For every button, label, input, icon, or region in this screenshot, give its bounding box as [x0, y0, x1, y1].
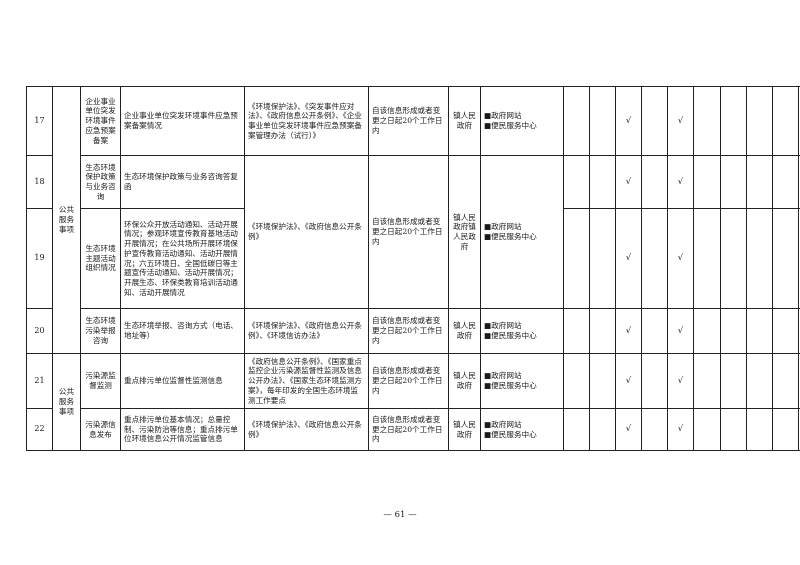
content-cell: 企业事业单位突发环境事件应急预案备案情况: [120, 86, 245, 156]
row-number: 20: [26, 308, 53, 354]
basis-cell: 《环境保护法》、《突发事件应对法》、《政府信息公开条例》、《企业事业单位突发环境…: [244, 86, 369, 156]
basis-cell: 《环境保护法》、《政府信息公开条例》: [244, 408, 369, 451]
page-number: — 61 —: [383, 510, 417, 520]
content-cell: 生态环境举报、咨询方式（电话、地址等）: [120, 308, 245, 354]
dept-cell: 镇人民政府镇人民政府: [448, 155, 481, 309]
check-mark: √: [615, 86, 642, 156]
basis-cell: 《环境保护法》、《政府信息公开条例》、《环境信访办法》: [244, 308, 369, 354]
time-cell: 自该信息形成或者变更之日起20个工作日内: [368, 155, 449, 309]
dept-cell: 镇人民政府: [448, 308, 481, 354]
check-mark: √: [667, 353, 694, 409]
check-mark: √: [615, 155, 642, 209]
check-mark: √: [667, 408, 694, 451]
channel-cell: ■政府网站■便民服务中心: [480, 353, 564, 409]
row-number: 21: [26, 353, 53, 409]
channel-cell: ■政府网站■便民服务中心: [480, 86, 564, 156]
category-cell: 公共服务事项: [52, 353, 81, 451]
table-row: 22 污染源信息发布 重点排污单位基本情况；总量控制、污染防治等信息；重点排污单…: [26, 408, 800, 451]
check-mark: √: [615, 408, 642, 451]
table-row: 18 生态环境保护政策与业务咨询 生态环境保护政策与业务咨询答复函 《环境保护法…: [26, 155, 800, 309]
dept-cell: 镇人民政府: [448, 408, 481, 451]
content-cell: 环保公众开放活动通知、活动开展情况；参观环境宣传教育基地活动开展情况；在公共场所…: [120, 208, 245, 309]
row-number: 19: [26, 208, 53, 309]
disclosure-table: 17 公共服务事项 企业事业单位突发环境事件应急预案备案 企业事业单位突发环境事…: [26, 86, 800, 451]
basis-cell: 《环境保护法》、《政府信息公开条例》: [244, 155, 369, 309]
category-text: 公共服务事项: [58, 205, 75, 234]
time-cell: 自该信息形成或者变更之日起20个工作日内: [368, 353, 449, 409]
category-text: 公共服务事项: [58, 387, 75, 416]
row-number: 17: [26, 86, 53, 156]
subject-cell: 生态环境保护政策与业务咨询: [80, 155, 121, 209]
check-mark: √: [667, 86, 694, 156]
channel-cell: ■政府网站■便民服务中心: [480, 408, 564, 451]
check-mark: √: [615, 353, 642, 409]
table-row: 17 公共服务事项 企业事业单位突发环境事件应急预案备案 企业事业单位突发环境事…: [26, 86, 800, 354]
category-cell: 公共服务事项: [52, 86, 81, 354]
table-row: 20 生态环境污染举报咨询 生态环境举报、咨询方式（电话、地址等） 《环境保护法…: [26, 308, 800, 354]
table-row: 19 生态环境主题活动组织情况 环保公众开放活动通知、活动开展情况；参观环境宣传…: [26, 208, 800, 309]
check-mark: √: [667, 155, 694, 209]
channel-cell: ■政府网站■便民服务中心: [480, 308, 564, 354]
content-cell: 生态环境保护政策与业务咨询答复函: [120, 155, 245, 209]
dept-cell: 镇人民政府: [448, 353, 481, 409]
check-mark: √: [667, 208, 694, 309]
subject-cell: 企业事业单位突发环境事件应急预案备案: [80, 86, 121, 156]
channel-cell: ■政府网站■便民服务中心: [480, 155, 564, 309]
check-mark: √: [667, 308, 694, 354]
subject-cell: 生态环境主题活动组织情况: [80, 208, 121, 309]
check-mark: √: [615, 308, 642, 354]
time-cell: 自该信息形成或者变更之日起20个工作日内: [368, 308, 449, 354]
subject-cell: 污染源信息发布: [80, 408, 121, 451]
subject-cell: 生态环境污染举报咨询: [80, 308, 121, 354]
time-cell: 自该信息形成或者变更之日起20个工作日内: [368, 86, 449, 156]
dept-cell: 镇人民政府: [448, 86, 481, 156]
row-number: 22: [26, 408, 53, 451]
subject-cell: 污染源监督监测: [80, 353, 121, 409]
check-mark: √: [615, 208, 642, 309]
content-cell: 重点排污单位监督性监测信息: [120, 353, 245, 409]
time-cell: 自该信息形成或者变更之日起20个工作日内: [368, 408, 449, 451]
basis-cell: 《政府信息公开条例》、《国家重点监控企业污染源监督性监测及信息公开办法》、《国家…: [244, 353, 369, 409]
table-row: 21 公共服务事项 污染源监督监测 重点排污单位监督性监测信息 《政府信息公开条…: [26, 353, 800, 451]
content-cell: 重点排污单位基本情况；总量控制、污染防治等信息；重点排污单位环境信息公开情况监管…: [120, 408, 245, 451]
row-number: 18: [26, 155, 53, 209]
